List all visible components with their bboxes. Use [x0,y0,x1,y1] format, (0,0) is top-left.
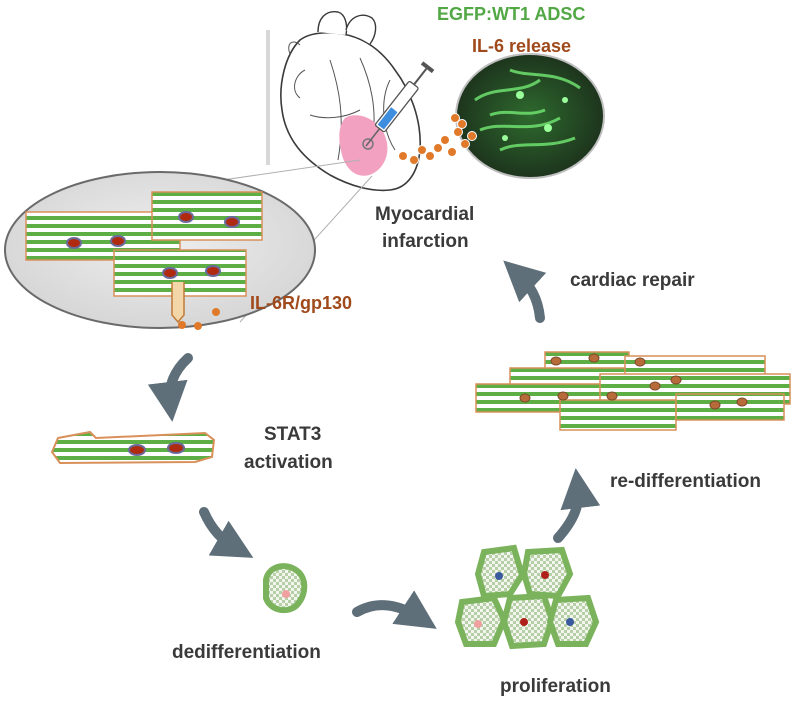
proliferating-nuclei [474,571,574,628]
heart-icon [280,11,421,192]
il6-release-label: IL-6 release [472,36,572,56]
dedifferentiation-label: dedifferentiation [172,642,321,663]
myocardium-zoom [4,171,316,330]
regenerated-myocardium [475,351,791,431]
cardiomyocyte [151,191,263,241]
activation-label: activation [244,452,333,473]
stat3-cell [50,430,216,465]
cycle-arrows [147,260,601,629]
arrow-to-redifferentiation [553,468,601,543]
arrow-to-infarction [503,260,547,323]
infarction-label: infarction [382,231,469,252]
cardiac-repair-label: cardiac repair [570,270,695,291]
proliferating-cells [454,544,600,650]
micrograph-icon [455,53,605,179]
syringe-icon [365,61,435,147]
receptor-icon [171,282,185,324]
redifferentiation-label: re-differentiation [610,471,761,492]
stat3-label: STAT3 [264,424,322,445]
arrow-to-stat3 [147,353,193,422]
myocardial-label: Myocardial [375,204,475,225]
il6-droplets [398,113,477,165]
arrow-to-dedifferentiation [199,507,254,558]
arrow-to-proliferation [352,590,437,629]
adsc-label: EGFP:WT1 ADSC [437,4,586,24]
dedifferentiated-cell [263,563,308,614]
receptor-label: IL-6R/gp130 [250,293,353,313]
proliferation-label: proliferation [500,676,611,697]
